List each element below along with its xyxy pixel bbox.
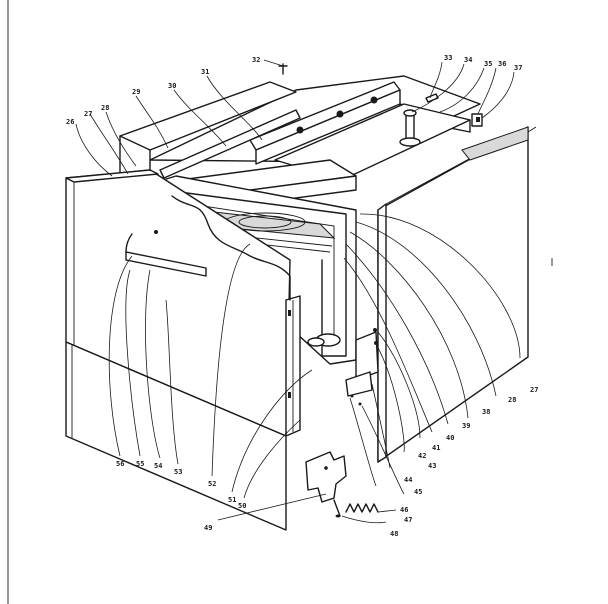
callout-right-27: 27 [530,386,538,394]
callout-35: 35 [484,60,492,68]
callout-bottom-50: 50 [238,502,246,510]
callout-34: 34 [464,56,472,64]
break-line [171,195,291,301]
callout-33: 33 [444,54,452,62]
callout-right-46: 46 [400,506,408,514]
callout-bottom-52: 52 [208,480,216,488]
callout-bottom-56: 56 [116,460,124,468]
callout-right-40: 40 [446,434,454,442]
callout-31: 31 [201,68,209,76]
callout-labels: 32 33 34 35 36 37 31 30 29 28 27 26 27 2… [66,54,538,538]
callout-right-41: 41 [432,444,440,452]
callout-bottom-54: 54 [154,462,162,470]
hinge-bracket [305,451,379,518]
callout-right-48: 48 [390,530,398,538]
callout-right-28: 28 [508,396,516,404]
callout-28: 28 [101,104,109,112]
callout-bottom-51: 51 [228,496,236,504]
callout-26: 26 [66,118,74,126]
callout-27: 27 [84,110,92,118]
callout-right-47: 47 [404,516,412,524]
callout-right-39: 39 [462,422,470,430]
right-side-panel [377,126,537,463]
callout-36: 36 [498,60,506,68]
callout-right-42: 42 [418,452,426,460]
callout-29: 29 [132,88,140,96]
kick-plate [65,341,287,531]
leader-lines [75,59,521,524]
callout-bottom-49: 49 [204,524,212,532]
callout-right-43: 43 [428,462,436,470]
door-panel [65,169,301,437]
callout-right-44: 44 [404,476,412,484]
callout-bottom-53: 53 [174,468,182,476]
callout-right-45: 45 [414,488,422,496]
callout-32: 32 [252,56,260,64]
callout-30: 30 [168,82,176,90]
callout-37: 37 [514,64,522,72]
callout-bottom-55: 55 [136,460,144,468]
callout-right-38: 38 [482,408,490,416]
